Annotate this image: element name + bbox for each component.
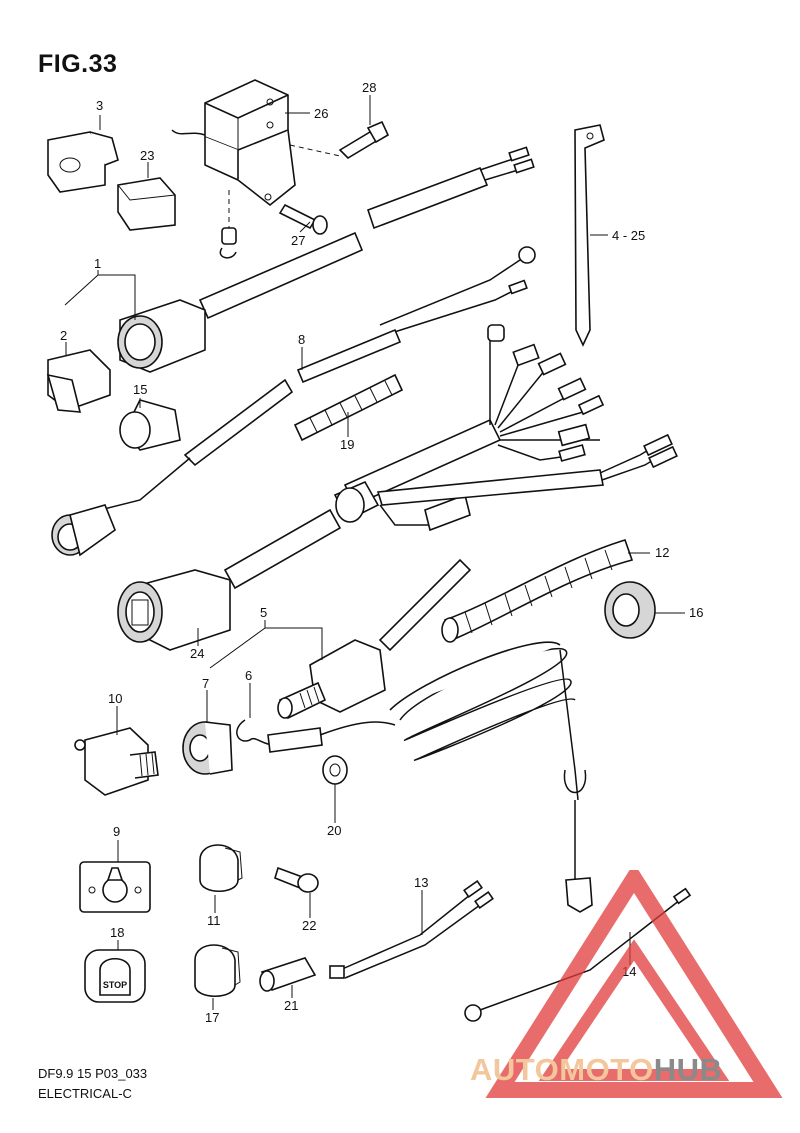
part-11-cap xyxy=(199,844,243,892)
callout-6: 6 xyxy=(245,668,252,683)
callout-27: 27 xyxy=(291,233,305,248)
figure-title: FIG.33 xyxy=(38,50,118,78)
wire-harness-upper xyxy=(117,146,536,373)
callout-16: 16 xyxy=(689,605,703,620)
callout-26: 26 xyxy=(314,106,328,121)
part-14-ground-wire xyxy=(464,887,692,1022)
part-18-stop-button: STOP xyxy=(84,949,146,1003)
callout-18: 18 xyxy=(110,925,124,940)
part-27-screw xyxy=(278,203,328,235)
part-24-socket xyxy=(117,569,231,651)
part-4-25-cable-tie xyxy=(574,124,605,347)
part-26-bracket xyxy=(171,79,296,207)
part-16-grommet xyxy=(604,581,656,639)
callouts: 1 2 3 4 - 25 5 6 7 8 9 10 11 12 13 14 15… xyxy=(60,80,703,1025)
callout-20: 20 xyxy=(327,823,341,838)
callout-28: 28 xyxy=(362,80,376,95)
watermark-text: AUTOMOTOHUB xyxy=(470,1052,722,1088)
callout-19: 19 xyxy=(340,437,354,452)
callout-23: 23 xyxy=(140,148,154,163)
part-13-wire xyxy=(329,880,494,979)
part-12-corrugated-hose xyxy=(441,539,634,643)
callout-2: 2 xyxy=(60,328,67,343)
callout-4-25: 4 - 25 xyxy=(612,228,645,243)
wire-harness-lower xyxy=(223,324,678,590)
part-3-grommet xyxy=(47,131,119,193)
callout-7: 7 xyxy=(202,676,209,691)
part-22-screw xyxy=(274,866,319,893)
part-2-cap xyxy=(46,349,111,413)
coil-cord xyxy=(389,641,593,913)
part-5-switch xyxy=(277,558,472,720)
callout-9: 9 xyxy=(113,824,120,839)
leader-lines xyxy=(64,95,685,1010)
callout-21: 21 xyxy=(284,998,298,1013)
callout-3: 3 xyxy=(96,98,103,113)
part-15-plug xyxy=(119,399,181,451)
part-23-grommet xyxy=(117,177,176,231)
part-10-pressure-switch xyxy=(74,727,159,796)
callout-22: 22 xyxy=(302,918,316,933)
callout-1: 1 xyxy=(94,256,101,271)
callout-15: 15 xyxy=(133,382,147,397)
watermark-text-part1: AUTOMOTO xyxy=(470,1052,654,1087)
part-21-spacer xyxy=(259,957,317,992)
callout-5: 5 xyxy=(260,605,267,620)
model-code: DF9.9 15 P03_033 xyxy=(38,1066,148,1081)
part-28-bolt xyxy=(289,120,390,160)
callout-12: 12 xyxy=(655,545,669,560)
section-name: ELECTRICAL-C xyxy=(38,1086,132,1101)
callout-13: 13 xyxy=(414,875,428,890)
part-20-washer xyxy=(322,755,348,785)
part-17-cap xyxy=(194,944,241,997)
part-7-nut xyxy=(182,721,233,775)
callout-11: 11 xyxy=(207,913,221,928)
callout-17: 17 xyxy=(205,1010,219,1025)
callout-10: 10 xyxy=(108,691,122,706)
callout-8: 8 xyxy=(298,332,305,347)
callout-24: 24 xyxy=(190,646,204,661)
spring-clip xyxy=(219,190,237,259)
part-19-corrugated-tube xyxy=(293,373,404,442)
part-6-lanyard-clip xyxy=(236,719,396,753)
watermark-logo xyxy=(485,870,783,1098)
watermark-text-part2: HUB xyxy=(653,1052,723,1087)
part-9-plate xyxy=(79,861,151,913)
stop-label: STOP xyxy=(103,980,127,990)
part-8-sleeve xyxy=(51,328,402,557)
